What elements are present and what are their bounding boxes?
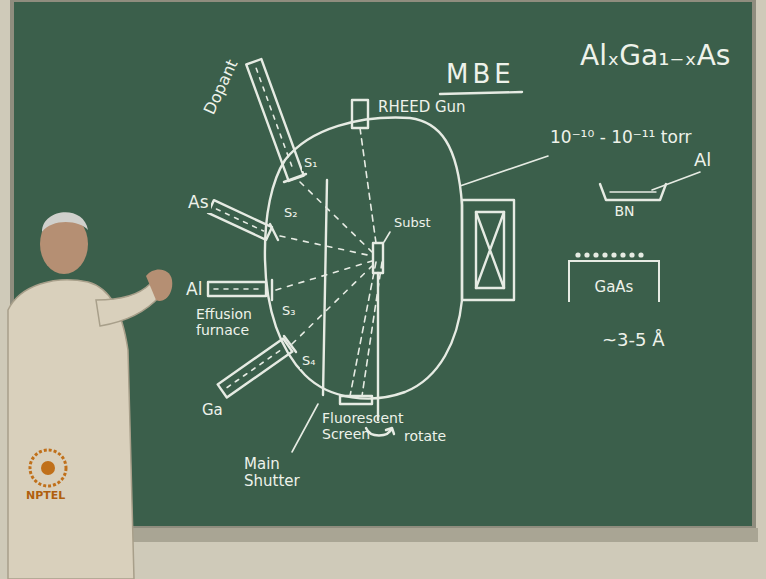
rheed-gun bbox=[352, 100, 368, 128]
nptel-logo bbox=[30, 450, 66, 486]
chalk-label: Al bbox=[694, 150, 711, 171]
chalk-label: RHEED Gun bbox=[376, 99, 468, 116]
vacuum-chamber bbox=[265, 118, 462, 399]
crucible-label-box: BN bbox=[612, 203, 637, 219]
chalk-label: S₁ bbox=[302, 156, 319, 171]
al-cell bbox=[208, 282, 266, 296]
chalk-label: Al bbox=[184, 280, 204, 300]
chalk-label: S₂ bbox=[282, 206, 299, 221]
title-underline bbox=[440, 92, 522, 94]
surface-atoms bbox=[575, 252, 643, 257]
pump-cross bbox=[476, 212, 504, 288]
pump-flange bbox=[476, 212, 504, 288]
al-leader bbox=[652, 172, 700, 190]
chalk-label: Fluorescent Screen bbox=[322, 410, 418, 442]
main-shutter-leader bbox=[292, 404, 318, 452]
bn-crucible bbox=[600, 184, 666, 200]
chalk-label: rotate bbox=[404, 428, 446, 444]
chalk-label: AlₓGa₁₋ₓAs bbox=[580, 40, 730, 72]
as-cell bbox=[208, 200, 272, 240]
fluorescent-screen bbox=[340, 396, 372, 404]
shutter-s4 bbox=[284, 336, 296, 352]
rotate-arrow bbox=[366, 428, 394, 436]
watermark: NPTEL bbox=[26, 490, 65, 503]
chalk-lines bbox=[208, 59, 700, 452]
lecturer bbox=[8, 212, 172, 579]
pressure-leader bbox=[460, 156, 548, 186]
chalk-label: S₄ bbox=[300, 354, 317, 369]
substrate-box: GaAs bbox=[568, 260, 660, 302]
title: MBE bbox=[446, 60, 515, 90]
chalk-label: Effusion furnace bbox=[196, 306, 258, 338]
shutter-s1 bbox=[284, 174, 306, 182]
shutter-s3 bbox=[271, 280, 273, 300]
pump-port bbox=[462, 200, 514, 300]
node-text: GaAs bbox=[595, 278, 634, 296]
dopant-cell bbox=[246, 59, 303, 181]
chalk-label: Subst bbox=[392, 216, 433, 231]
al-charge bbox=[610, 191, 656, 192]
shutter-s2 bbox=[270, 224, 278, 240]
chalk-label: Ga bbox=[200, 402, 225, 419]
chalk-label: As bbox=[186, 193, 211, 213]
chalk-label: ~3-5 Å bbox=[602, 330, 665, 351]
chalk-label: Main Shutter bbox=[244, 456, 310, 491]
chalk-label: 10⁻¹⁰ - 10⁻¹¹ torr bbox=[550, 128, 692, 148]
chalk-label: S₃ bbox=[280, 304, 297, 319]
chalk-label: Dopant bbox=[201, 57, 242, 118]
rheed-beams bbox=[350, 128, 382, 396]
ga-cell bbox=[218, 339, 293, 398]
main-shutter bbox=[323, 180, 327, 395]
substrate-leader bbox=[384, 232, 390, 242]
node-text: BN bbox=[614, 203, 634, 219]
